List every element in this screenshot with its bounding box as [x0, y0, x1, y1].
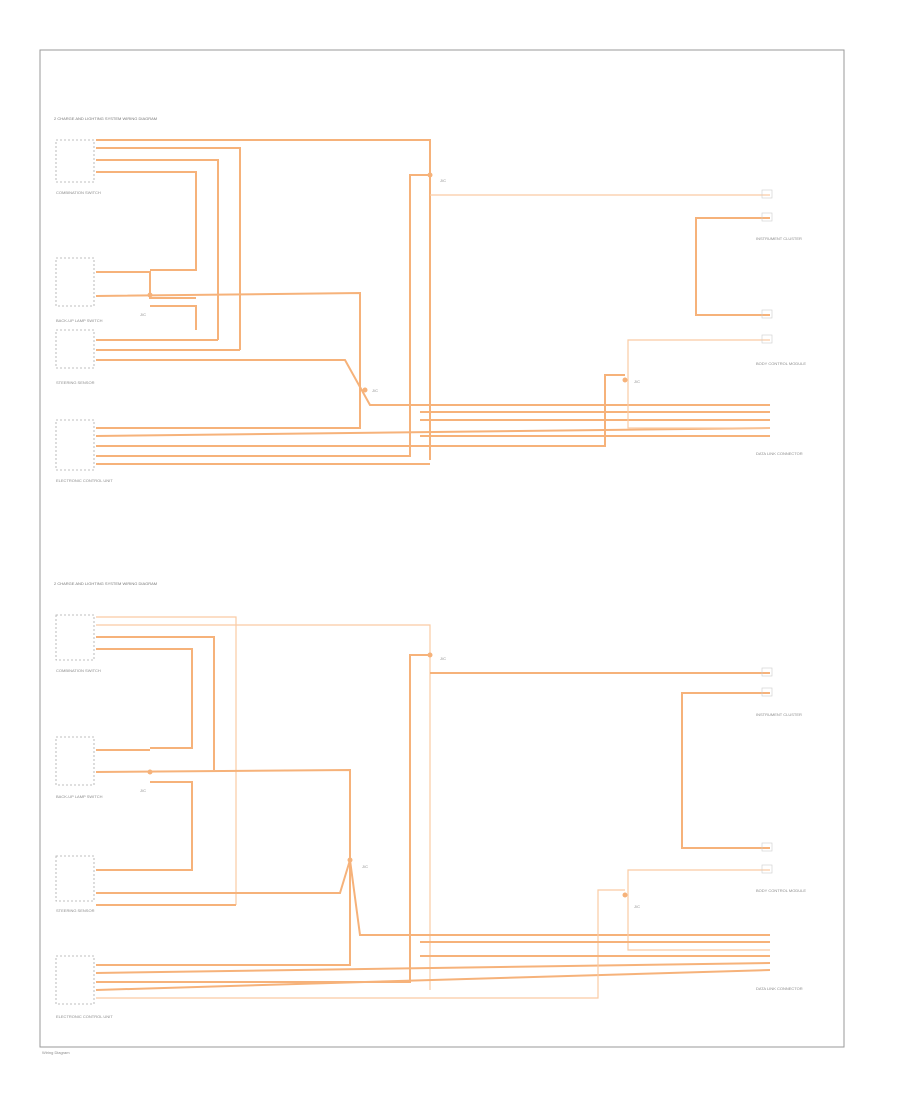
right-connector: [761, 667, 773, 874]
bottom-section: COMBINATION SWITCH BACK-UP LAMP SWITCH S…: [55, 614, 806, 1019]
component-box: [55, 736, 95, 786]
wire: [627, 339, 770, 429]
wire: [96, 374, 625, 447]
wire: [95, 427, 771, 437]
splice-label: J/C: [140, 788, 146, 793]
component-label: STEERING SENSOR: [56, 908, 95, 913]
splice-point: [347, 857, 353, 863]
wire: [627, 869, 770, 951]
splice-point: [427, 172, 433, 178]
wire: [96, 624, 431, 990]
page-label: Wiring Diagram: [42, 1050, 70, 1055]
wire: [96, 271, 196, 299]
wire: [95, 291, 361, 429]
component-label: STEERING SENSOR: [56, 380, 95, 385]
component-label: COMBINATION SWITCH: [56, 668, 101, 673]
wire: [96, 159, 219, 340]
component-box: [55, 614, 95, 661]
wire: [96, 359, 770, 406]
section-title-top: 2 CHARGE AND LIGHTING SYSTEM WIRING DIAG…: [54, 116, 157, 121]
wire: [96, 174, 430, 457]
wire: [96, 859, 770, 936]
component-label: INSTRUMENT CLUSTER: [756, 712, 802, 717]
component-label: BACK-UP LAMP SWITCH: [56, 794, 103, 799]
component-box: [55, 329, 95, 369]
component-label: DATA LINK CONNECTOR: [756, 986, 803, 991]
component-box: [55, 419, 95, 471]
wire: [96, 139, 431, 460]
wire: [96, 171, 197, 271]
wire: [95, 969, 771, 991]
splice-label: J/C: [440, 178, 446, 183]
component-label: BACK-UP LAMP SWITCH: [56, 318, 103, 323]
component-label: ELECTRONIC CONTROL UNIT: [56, 478, 113, 483]
wire: [96, 147, 241, 350]
wire: [96, 636, 215, 770]
splice-point: [622, 377, 628, 383]
component-label: BODY CONTROL MODULE: [756, 361, 806, 366]
wire: [95, 962, 771, 974]
wire: [96, 889, 625, 999]
wire: [681, 692, 770, 849]
component-label: DATA LINK CONNECTOR: [756, 451, 803, 456]
splice-point: [147, 769, 153, 775]
component-label: ELECTRONIC CONTROL UNIT: [56, 1014, 113, 1019]
splice-label: J/C: [140, 312, 146, 317]
component-box: [55, 257, 95, 307]
diagram-frame: [39, 49, 845, 1048]
splice-label: J/C: [634, 904, 640, 909]
wire: [96, 648, 193, 749]
right-connector: [761, 189, 773, 344]
component-box: [55, 855, 95, 902]
component-label: BODY CONTROL MODULE: [756, 888, 806, 893]
top-section: COMBINATION SWITCH BACK-UP LAMP SWITCH S…: [55, 139, 806, 483]
wire: [96, 616, 237, 905]
splice-label: J/C: [372, 388, 378, 393]
wire: [96, 781, 193, 871]
splice-point: [622, 892, 628, 898]
section-title-bottom: 2 CHARGE AND LIGHTING SYSTEM WIRING DIAG…: [54, 581, 157, 586]
component-label: COMBINATION SWITCH: [56, 190, 101, 195]
splice-point: [147, 292, 153, 298]
wire: [150, 305, 197, 330]
splice-point: [362, 387, 368, 393]
wire: [695, 217, 770, 316]
component-label: INSTRUMENT CLUSTER: [756, 236, 802, 241]
component-box: [55, 139, 95, 183]
splice-label: J/C: [362, 864, 368, 869]
splice-point: [427, 652, 433, 658]
wire: [96, 654, 430, 983]
component-box: [55, 955, 95, 1005]
wire: [95, 768, 351, 966]
splice-label: J/C: [634, 379, 640, 384]
splice-label: J/C: [440, 656, 446, 661]
